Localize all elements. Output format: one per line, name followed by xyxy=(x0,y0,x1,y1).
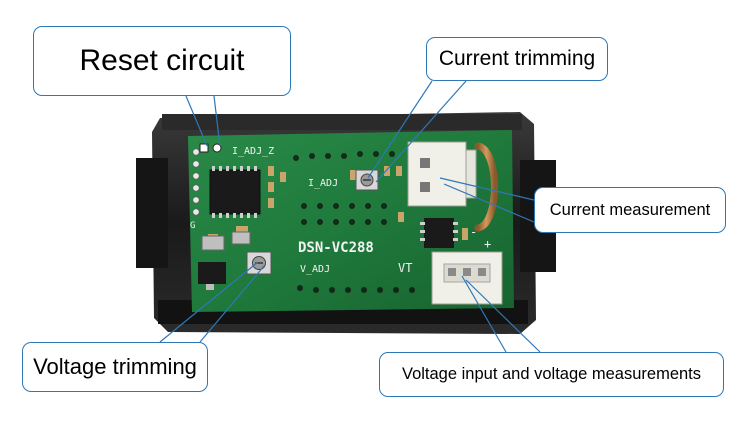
leader-reset xyxy=(185,95,208,147)
silk-vt: VT xyxy=(398,261,412,275)
shunt-resistor xyxy=(474,142,498,232)
leader-reset xyxy=(213,95,221,147)
silk-i-adj-z: I_ADJ_Z xyxy=(232,146,274,157)
leader-current-trim xyxy=(367,80,433,179)
silk-pin-g: G xyxy=(190,221,195,231)
leader-current-trim xyxy=(375,80,467,183)
silk-model: DSN-VC288 xyxy=(298,240,374,256)
reset-jumper xyxy=(199,143,222,153)
silk-minus: - xyxy=(470,225,477,239)
voltage-connector xyxy=(431,251,503,305)
leader-current-meas xyxy=(443,183,535,223)
leader-voltage-meas xyxy=(465,279,541,353)
callout-voltage-measurements: Voltage input and voltage measurements xyxy=(379,352,724,397)
main-ic xyxy=(209,166,261,218)
leader-lines xyxy=(159,80,541,353)
callout-current-trimming: Current trimming xyxy=(426,37,608,81)
leader-voltage-trim xyxy=(159,261,259,343)
callout-current-measurement: Current measurement xyxy=(534,187,726,233)
silk-plus: + xyxy=(484,237,491,251)
current-connector xyxy=(407,141,477,207)
voltage-trim-pot xyxy=(246,251,272,275)
leader-current-meas xyxy=(439,177,535,201)
leader-voltage-meas xyxy=(461,275,507,353)
silk-i-adj: I_ADJ xyxy=(308,178,338,189)
silk-v-adj: V_ADJ xyxy=(300,264,330,275)
leader-voltage-trim xyxy=(199,265,265,343)
callout-reset-circuit: Reset circuit xyxy=(33,26,291,96)
pcb: I_ADJ_Z I_ADJ DSN-VC288 V_ADJ VT - + G xyxy=(188,130,514,312)
current-trim-pot xyxy=(355,169,379,191)
callout-voltage-trimming: Voltage trimming xyxy=(22,342,208,392)
